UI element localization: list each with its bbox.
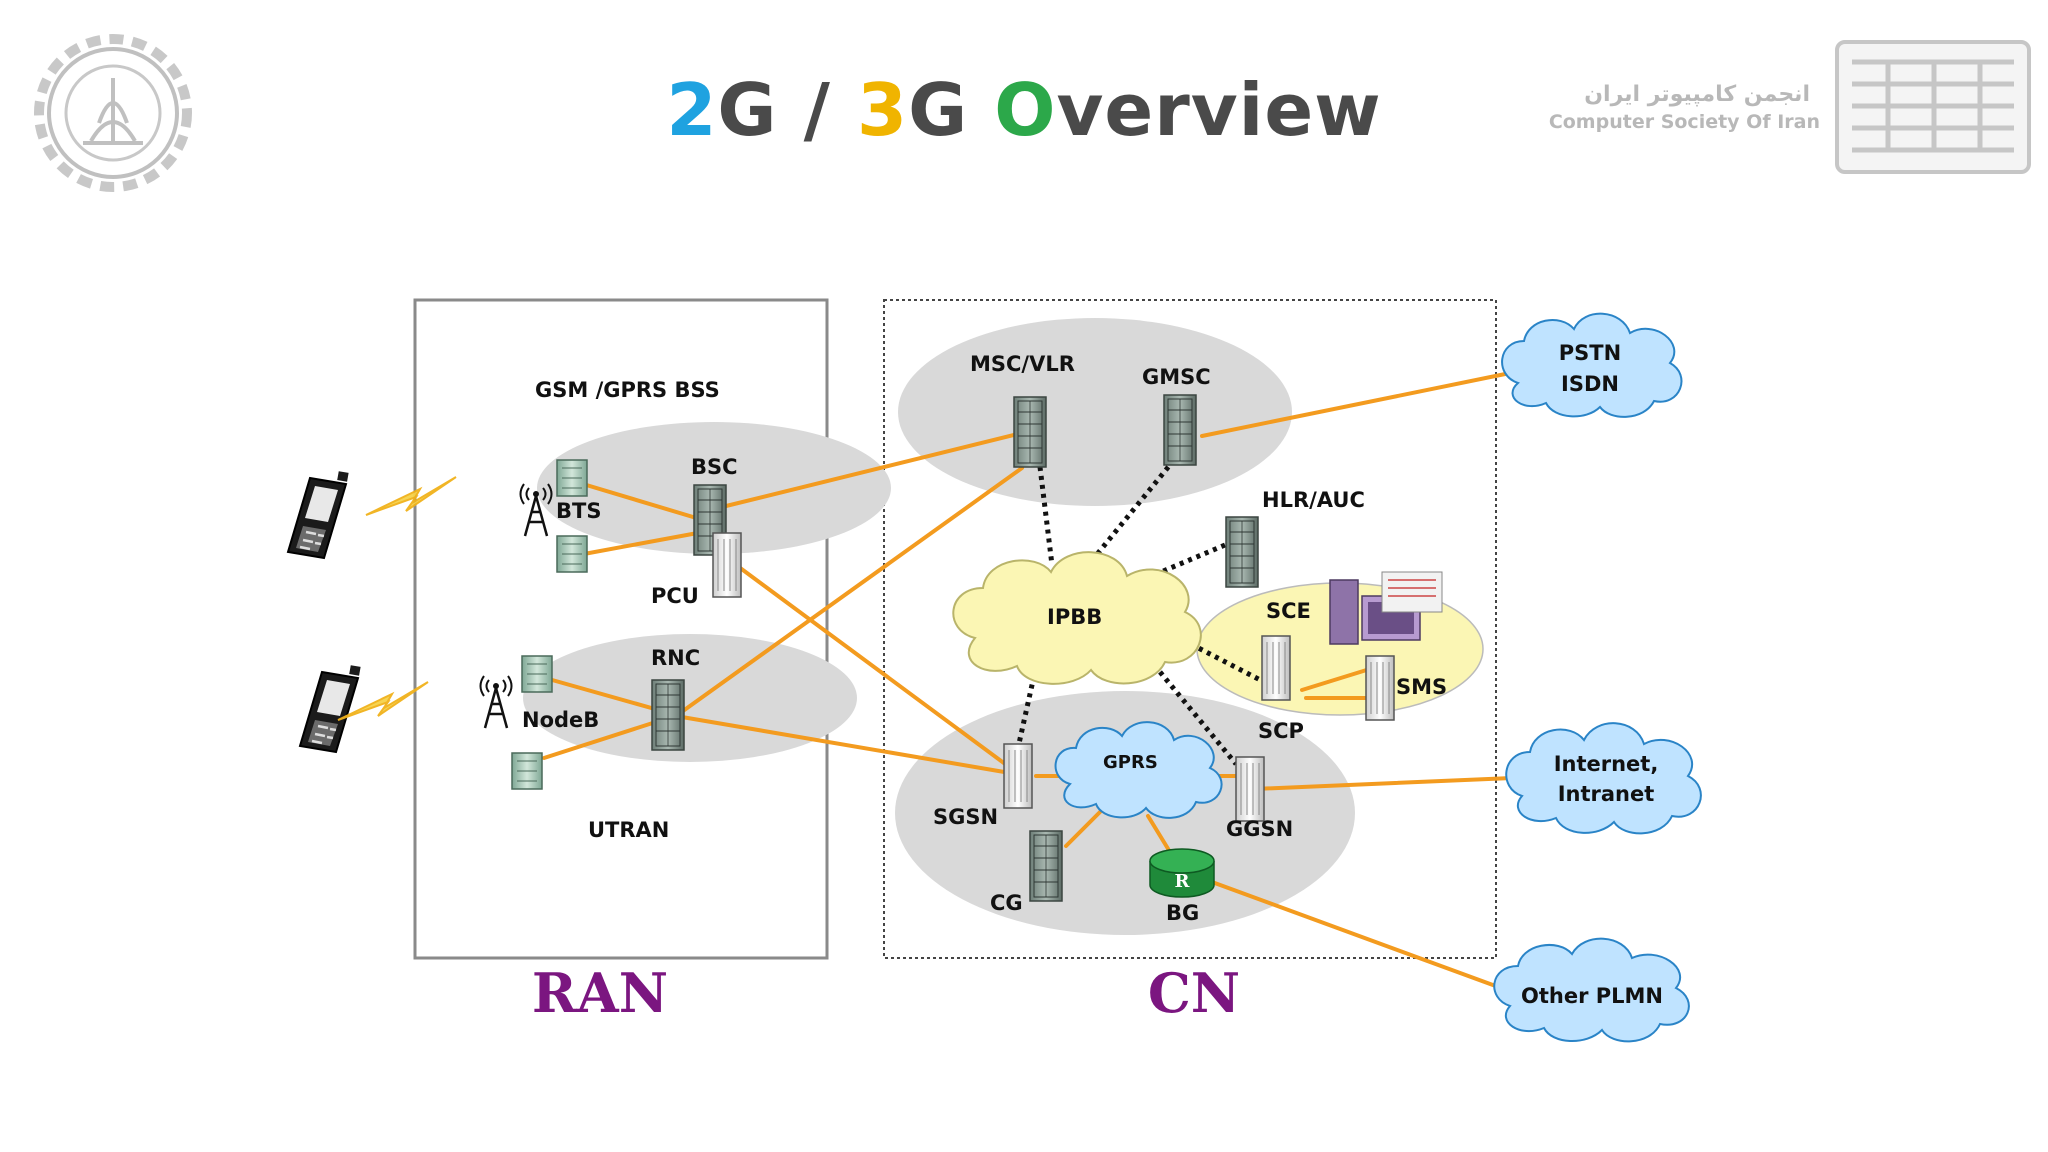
gmsc-server-rack-icon — [1163, 394, 1197, 466]
lightning-icon — [365, 476, 457, 516]
intranet-label: Intranet — [1558, 782, 1655, 806]
bts-label: BTS — [556, 499, 601, 523]
ipbb-label: IPBB — [1047, 605, 1102, 629]
router-mark: R — [1175, 871, 1191, 892]
csi-logo-en: Computer Society Of Iran — [1549, 111, 1820, 133]
bts-cabinet-icon — [556, 459, 588, 497]
bsc-label: BSC — [691, 455, 738, 479]
msc-vlr-label: MSC/VLR — [970, 352, 1075, 376]
gprs-label: GPRS — [1103, 752, 1158, 773]
sce-workstation-icon — [1329, 571, 1443, 645]
bg-label: BG — [1166, 901, 1199, 925]
other-plmn-cloud — [1493, 937, 1690, 1043]
msc-vlr-server-rack-icon — [1013, 396, 1047, 468]
cn-label: CN — [1148, 961, 1240, 1025]
university-gear-logo — [34, 34, 192, 192]
isdn-label: ISDN — [1561, 372, 1619, 396]
pcu-server-icon — [712, 532, 742, 598]
pstn-label: PSTN — [1559, 341, 1621, 365]
pstn-cloud — [1501, 312, 1683, 418]
nodeb-cabinet-icon — [511, 752, 543, 790]
cg-label: CG — [990, 891, 1023, 915]
transport-links — [536, 370, 1517, 994]
hlr-auc-server-rack-icon — [1225, 516, 1259, 588]
router-icon: R — [1149, 848, 1215, 898]
csi-logo: انجمن کامپیوتر ایران Computer Society Of… — [1549, 40, 2031, 174]
bts-cabinet-icon — [556, 535, 588, 573]
antenna-tower-icon — [479, 674, 513, 730]
nodeb-cabinet-icon — [521, 655, 553, 693]
ggsn-label: GGSN — [1226, 817, 1293, 841]
gmsc-label: GMSC — [1142, 365, 1211, 389]
rnc-server-rack-icon — [651, 679, 685, 751]
hlr-auc-label: HLR/AUC — [1262, 488, 1365, 512]
gprs-cloud — [1054, 721, 1223, 819]
sms-server-icon — [1365, 655, 1395, 721]
sce-label: SCE — [1266, 599, 1311, 623]
internet-cloud — [1505, 722, 1702, 835]
internet-label: Internet, — [1554, 752, 1659, 776]
cs-core-group — [898, 318, 1292, 506]
csi-logo-fa: انجمن کامپیوتر ایران — [1584, 82, 1810, 107]
sgsn-label: SGSN — [933, 805, 998, 829]
bss-label: GSM /GPRS BSS — [535, 378, 720, 402]
page-title: 2G / 3G Overview — [666, 68, 1382, 152]
pcu-label: PCU — [651, 584, 699, 608]
scp-server-icon — [1261, 635, 1291, 701]
nodeb-label: NodeB — [522, 708, 599, 732]
sgsn-server-icon — [1003, 743, 1033, 809]
ipbb-cloud — [952, 551, 1202, 685]
ggsn-server-icon — [1235, 756, 1265, 822]
ran-label: RAN — [532, 961, 668, 1025]
rnc-label: RNC — [651, 646, 700, 670]
ran-frame — [413, 298, 829, 960]
scp-label: SCP — [1258, 719, 1304, 743]
utran-group — [523, 634, 857, 762]
mobile-phone-icon — [286, 469, 350, 560]
cg-server-rack-icon — [1029, 830, 1063, 902]
other-plmn-label: Other PLMN — [1521, 984, 1663, 1008]
utran-label: UTRAN — [588, 818, 669, 842]
cn-frame — [883, 299, 1497, 959]
sms-label: SMS — [1396, 675, 1447, 699]
mobile-phone-icon — [298, 663, 362, 754]
